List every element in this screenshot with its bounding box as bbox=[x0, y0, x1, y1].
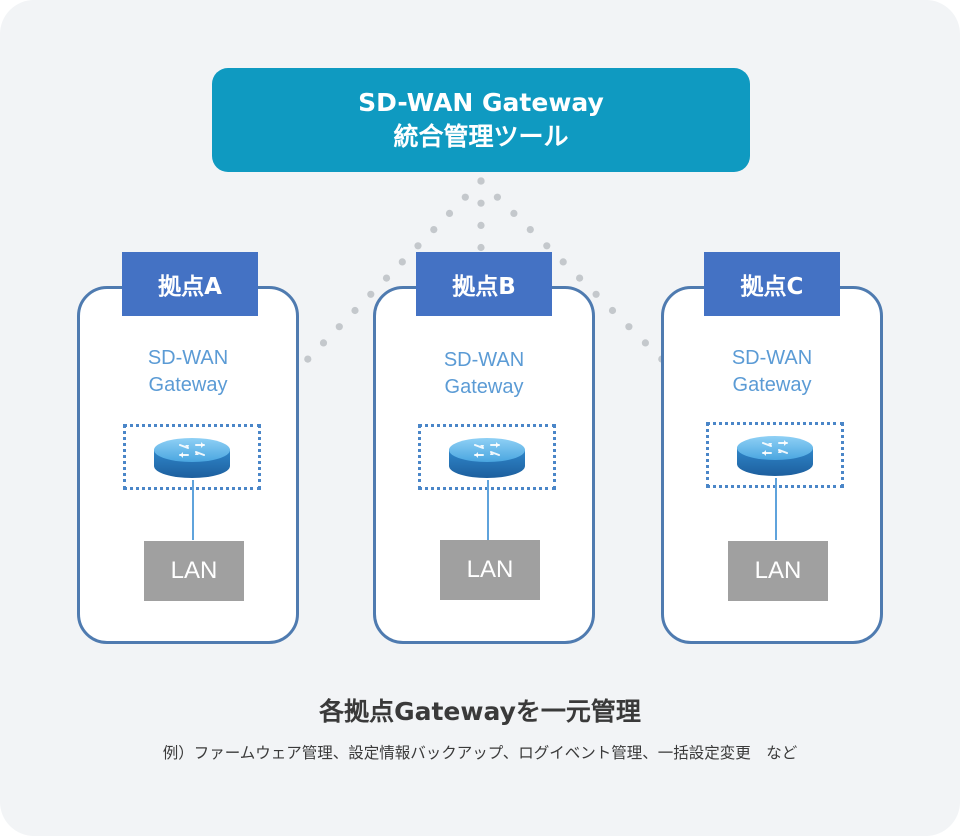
site-c-router-icon bbox=[736, 435, 814, 477]
management-tool-box: SD-WAN Gateway 統合管理ツール bbox=[212, 68, 750, 172]
site-a-label: 拠点A bbox=[122, 252, 258, 316]
site-b-label: 拠点B bbox=[416, 252, 552, 316]
connection-dot bbox=[477, 243, 485, 252]
site-b-link-line bbox=[487, 480, 489, 540]
connection-dot bbox=[559, 258, 567, 266]
connection-dot bbox=[641, 339, 650, 347]
site-a-link-line bbox=[192, 480, 194, 540]
site-b-router-icon bbox=[448, 437, 526, 479]
connection-dot bbox=[319, 339, 328, 347]
connection-dot bbox=[398, 258, 406, 266]
diagram-caption: 各拠点Gatewayを一元管理 bbox=[319, 697, 641, 726]
connection-dot bbox=[592, 290, 600, 298]
connection-dot bbox=[625, 323, 633, 331]
site-a-lan: LAN bbox=[144, 541, 244, 601]
site-a-gateway-label: SD-WAN Gateway bbox=[147, 347, 229, 396]
connection-dot bbox=[510, 209, 518, 217]
site-c-label: 拠点C bbox=[704, 252, 840, 316]
site-c-gateway-label: SD-WAN Gateway bbox=[731, 347, 813, 396]
connection-dot bbox=[461, 193, 469, 201]
management-tool-title: SD-WAN Gateway bbox=[358, 88, 604, 117]
connection-dot bbox=[304, 355, 312, 363]
site-c-lan: LAN bbox=[728, 541, 828, 601]
connection-dot bbox=[430, 226, 438, 234]
connection-dot bbox=[526, 226, 534, 234]
site-c-link-line bbox=[775, 478, 777, 540]
connection-dot bbox=[477, 177, 485, 185]
connection-dot bbox=[382, 274, 391, 282]
management-tool-subtitle: 統合管理ツール bbox=[393, 122, 569, 151]
connection-dot bbox=[477, 221, 485, 229]
connection-dot bbox=[351, 306, 359, 315]
site-b-lan: LAN bbox=[440, 540, 540, 600]
connection-dot bbox=[445, 209, 454, 217]
diagram-note: 例）ファームウェア管理、設定情報バックアップ、ログイベント管理、一括設定変更 な… bbox=[162, 744, 798, 762]
site-a-router-icon bbox=[153, 437, 231, 479]
connection-dot bbox=[367, 290, 375, 298]
connection-dot bbox=[543, 242, 551, 250]
site-b-gateway-label: SD-WAN Gateway bbox=[443, 349, 525, 398]
connection-dot bbox=[493, 193, 501, 201]
connection-dot bbox=[608, 306, 617, 315]
connection-dot bbox=[576, 274, 584, 282]
connection-dot bbox=[477, 199, 485, 207]
connection-dot bbox=[414, 242, 422, 250]
connection-dot bbox=[335, 323, 343, 331]
